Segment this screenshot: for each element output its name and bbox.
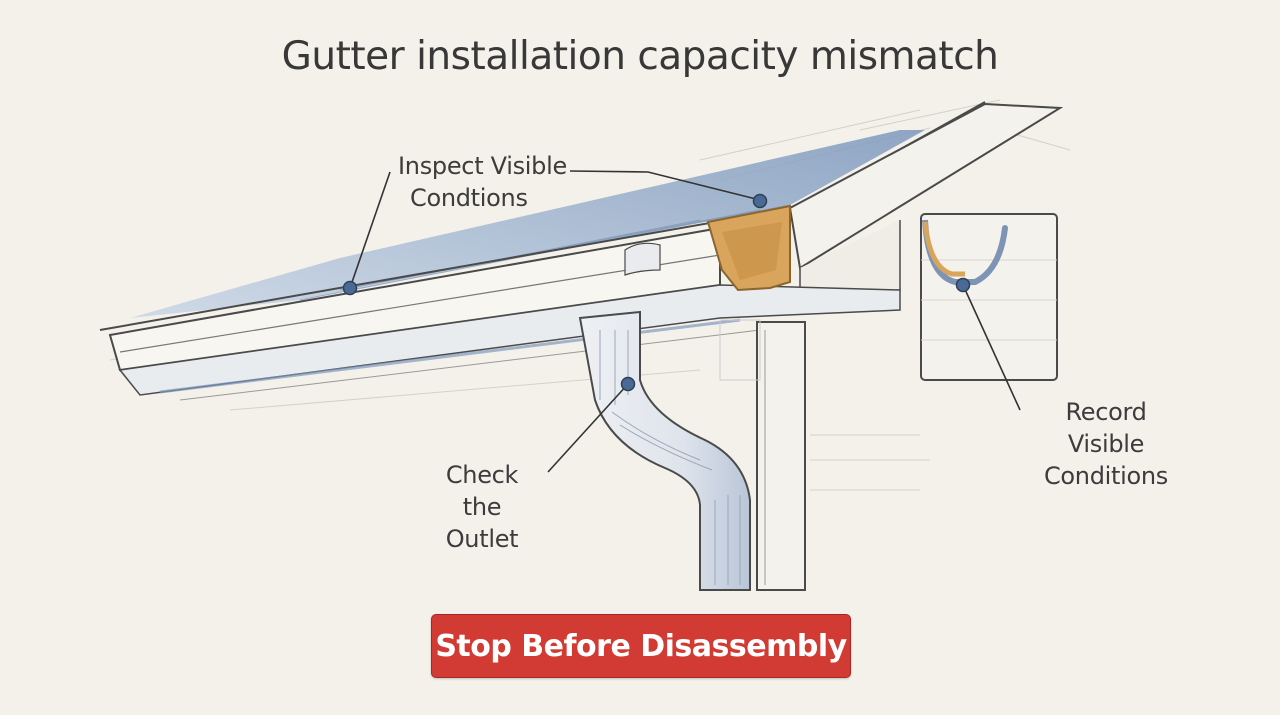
callout-inspect-line1: Inspect Visible bbox=[398, 152, 567, 180]
stop-before-disassembly-button[interactable]: Stop Before Disassembly bbox=[431, 614, 851, 678]
callout-record-line1: Record Visible bbox=[1065, 398, 1147, 458]
inset-detail bbox=[920, 213, 1058, 381]
callout-inspect-line2: Condtions bbox=[410, 184, 528, 212]
callout-inspect: Inspect Visible Condtions bbox=[398, 150, 567, 214]
marker-roof bbox=[342, 280, 358, 296]
page-title: Gutter installation capacity mismatch bbox=[281, 34, 999, 79]
support-post bbox=[756, 321, 806, 591]
callout-lines bbox=[349, 170, 1021, 473]
downspout bbox=[578, 310, 751, 591]
gable-fascia bbox=[788, 102, 1064, 270]
roof-surface bbox=[130, 130, 925, 318]
marker-inset bbox=[955, 277, 971, 293]
callout-check-line2: Outlet bbox=[445, 525, 519, 553]
markers bbox=[342, 193, 971, 392]
callout-record: Record Visible Conditions bbox=[1026, 396, 1186, 492]
marker-end-cap bbox=[752, 193, 768, 209]
soffit bbox=[118, 284, 901, 396]
callout-record-line2: Conditions bbox=[1043, 462, 1169, 490]
marker-downspout bbox=[620, 376, 636, 392]
callout-check-line1: Check the bbox=[445, 461, 519, 521]
callout-check: Check the Outlet bbox=[426, 459, 538, 555]
